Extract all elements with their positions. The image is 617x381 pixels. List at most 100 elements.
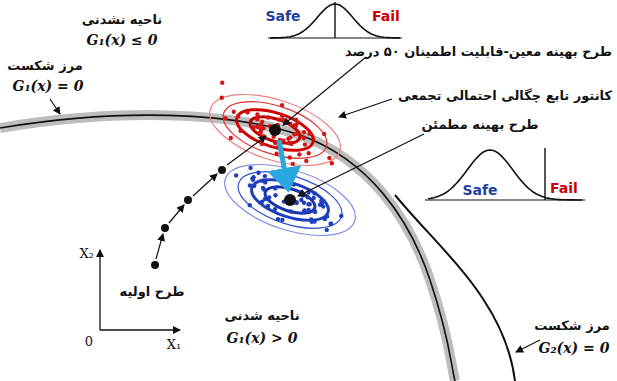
sample-point [232, 110, 236, 114]
sample-point [293, 123, 297, 127]
axis-label: X₁ [167, 337, 181, 353]
sample-point [321, 204, 325, 208]
constraint-label: G₂(x) = 0 [539, 340, 610, 357]
sample-point [327, 156, 331, 160]
sample-point [263, 197, 267, 201]
sample-point [256, 171, 260, 175]
axis-label: X₂ [80, 246, 94, 262]
fail-label: Fail [372, 8, 400, 25]
sample-point [306, 195, 310, 199]
sample-point [261, 179, 265, 183]
sample-point [261, 186, 265, 190]
sample-point [312, 219, 316, 223]
constraint-label: G₁(x) = 0 [13, 78, 84, 95]
limit-line [334, 2, 335, 38]
axis-label: 0 [85, 334, 93, 350]
callout-label: طرح بهینه معین-قابلیت اطمینان ۵۰ درصد [345, 44, 612, 60]
sample-point [248, 166, 252, 170]
sample-point [273, 207, 277, 211]
sample-point [307, 208, 311, 212]
distribution-curve [428, 150, 582, 200]
sample-point [220, 81, 224, 85]
sample-point [260, 120, 264, 124]
sample-point [304, 159, 308, 163]
sample-point [255, 117, 259, 121]
sample-point [273, 186, 277, 190]
sample-point [261, 126, 265, 130]
region-label: ناحیه نشدنی [82, 12, 163, 28]
sample-point [291, 162, 295, 166]
sample-point [252, 125, 256, 129]
sample-point [302, 130, 306, 134]
callout-label: طرح بهینه مطمئن [421, 117, 538, 133]
sample-point [234, 173, 238, 177]
sample-point [330, 161, 334, 165]
sample-point [297, 152, 301, 156]
sample-point [329, 222, 333, 226]
sample-point [307, 151, 311, 155]
sample-point [248, 203, 252, 207]
sample-point [236, 114, 240, 118]
sample-point [223, 116, 227, 120]
sample-point [288, 135, 292, 139]
sample-point [266, 204, 270, 208]
sample-point [259, 130, 263, 134]
pdf-contours [216, 150, 364, 249]
sample-point [277, 117, 281, 121]
sample-point [302, 210, 306, 214]
sample-point [266, 115, 270, 119]
sample-point [319, 199, 323, 203]
safe-label: Safe [462, 182, 497, 199]
sample-point [288, 155, 292, 159]
sample-point [281, 117, 285, 121]
sample-point [245, 110, 249, 114]
pdf-contours [201, 80, 349, 179]
sample-point [299, 198, 303, 202]
sample-point [312, 196, 316, 200]
constraint-label: G₁(x) ≤ 0 [87, 32, 158, 49]
distribution-axis [425, 199, 585, 200]
sample-point [323, 216, 327, 220]
sample-point [289, 209, 293, 213]
sample-point [252, 184, 256, 188]
sample-point [274, 152, 278, 156]
sample-point [238, 129, 242, 133]
sample-point [325, 228, 329, 232]
sample-point [263, 174, 267, 178]
sample-point [280, 103, 284, 107]
sample-point [302, 136, 306, 140]
sample-point [292, 182, 296, 186]
constraint-label: G₁(x) > 0 [227, 330, 298, 347]
sample-point [313, 210, 317, 214]
sample-points [220, 81, 344, 232]
sample-point [280, 114, 284, 118]
iteration-arrows [156, 136, 266, 259]
boundary-line [0, 115, 455, 381]
sample-point [276, 217, 280, 221]
region-label: ناحیه شدنی [224, 308, 299, 324]
design-point [284, 194, 296, 206]
boundary-label: مرز شکست [7, 58, 82, 74]
callout-label: کانتور تابع چگالی احتمالی تجمعی [398, 88, 612, 104]
sample-point [220, 96, 224, 100]
shift-arrow [279, 140, 286, 178]
sample-point [288, 122, 292, 126]
sample-point [260, 142, 264, 146]
iteration-points [151, 166, 226, 269]
sample-point [280, 218, 284, 222]
sample-point [306, 202, 310, 206]
sample-point [294, 118, 298, 122]
sample-point [293, 171, 297, 175]
sample-point [339, 214, 343, 218]
sample-point [251, 178, 255, 182]
safe-label: Safe [265, 8, 300, 25]
boundary-label: مرز شکست [534, 318, 609, 334]
sample-point [229, 136, 233, 140]
callout-label: طرح اولیه [120, 284, 185, 300]
sample-point [258, 130, 262, 134]
sample-point [328, 222, 332, 226]
sample-point [248, 183, 252, 187]
boundary-band [0, 115, 455, 381]
boundary-line [395, 195, 515, 381]
sample-point [267, 195, 271, 199]
